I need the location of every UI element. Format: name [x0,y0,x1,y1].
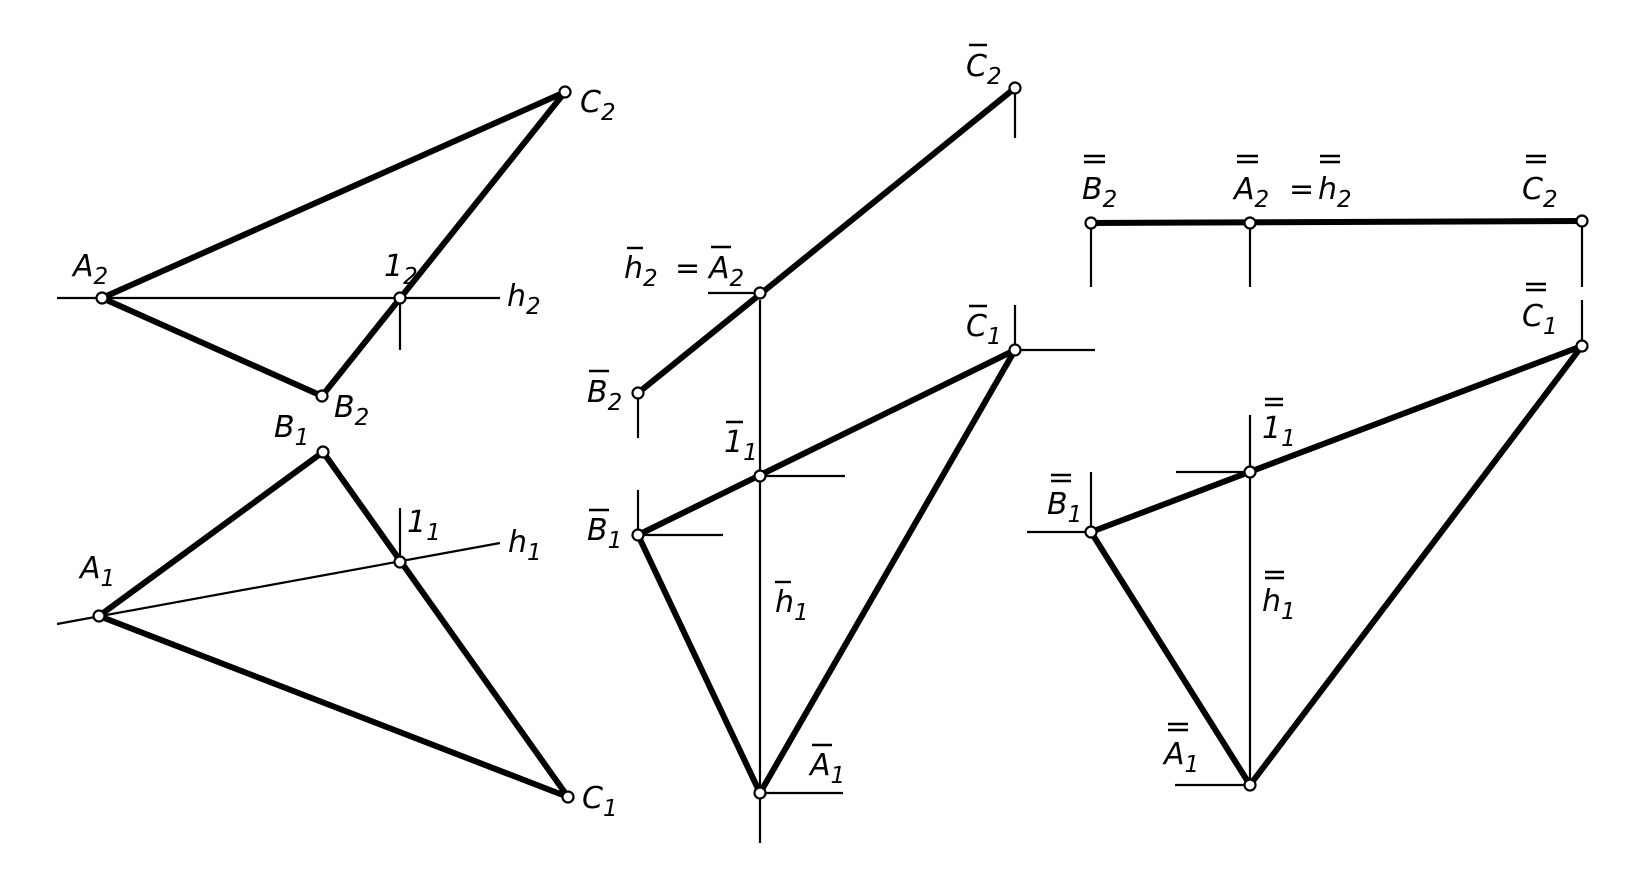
label-b2: B2 [334,390,369,431]
label-a2-bar: A2 [707,251,744,292]
label-h2: h2 [507,279,541,320]
point-c1-dbar [1575,339,1589,353]
label-h1-dbar: h1 [1262,584,1296,625]
edge-a2-b2 [99,295,325,399]
label-h1: h1 [508,525,542,566]
point-b1-dbar [1084,525,1098,539]
label-a1-dbar: A1 [1162,737,1199,778]
edge-b1-a1-dbar [1088,529,1253,788]
point-1-1-dbar [1243,465,1257,479]
point-a2-dbar [1243,216,1257,230]
point-a1 [92,609,106,623]
label-h2-dbar: h2 [1318,172,1352,213]
label-eq-second: = [1289,172,1314,207]
label-1-2: 12 [384,249,418,290]
edge-c2-b2 [319,89,568,399]
point-1-1-bar [753,469,767,483]
point-b2-dbar [1084,216,1098,230]
edge-a2-c2 [99,89,568,301]
point-a2-bar [753,286,767,300]
view-original: A2 C2 12 h2 B2 B1 11 h1 A1 C1 [56,85,618,822]
label-b1-dbar: B1 [1047,487,1082,528]
double-overbar-h2 [1320,154,1340,164]
double-overbar-c2 [1526,154,1546,164]
label-a1: A1 [78,551,115,592]
label-c1-bar: C1 [966,309,1002,350]
point-c1 [561,790,575,804]
double-overbar-c1 [1526,282,1546,292]
point-b1-bar [631,528,645,542]
double-overbar-a2 [1237,154,1258,164]
point-a1-bar [753,786,767,800]
point-c2-dbar [1575,214,1589,228]
double-overbar-1-1 [1265,397,1283,407]
label-1-1: 11 [407,505,441,546]
view-first-transform: C2 h2 = A2 B2 C1 11 B1 h1 A1 [587,43,1095,843]
label-b2-dbar: B2 [1082,172,1117,213]
point-b2-bar [631,386,645,400]
point-b2 [315,389,329,403]
label-a2-dbar: A2 [1232,172,1269,213]
double-overbar-b2 [1084,154,1105,164]
h1-line [56,541,501,626]
point-1-2 [393,291,407,305]
point-1-1 [393,555,407,569]
label-c2: C2 [580,85,616,126]
point-c2-bar [1008,81,1022,95]
label-c1-dbar: C1 [1522,299,1558,340]
edge-c1-a1-bar [757,347,1018,796]
label-b2-bar: B2 [587,375,622,416]
point-a1-dbar [1243,778,1257,792]
label-a2: A2 [71,249,108,290]
view-second-transform: B2 A2 = h2 C2 C1 11 B1 h1 A1 [1027,154,1589,792]
edge-b2-c2-dbar [1088,218,1585,226]
label-1-1-dbar: 11 [1262,411,1296,452]
edge-c1-a1-dbar [1247,343,1585,788]
edge-a1-c1 [96,613,571,800]
edge-b1-c1-dbar [1088,343,1585,535]
label-h2-bar: h2 [624,251,658,292]
label-a1-bar: A1 [808,748,845,789]
label-b1: B1 [274,410,309,451]
point-b1 [316,445,330,459]
edge-a1-b1 [96,449,326,619]
label-b1-bar: B1 [587,513,622,554]
point-a2 [95,291,109,305]
label-eq-first: = [675,251,700,286]
label-c2-dbar: C2 [1522,172,1558,213]
edge-c2-b2-bar [635,85,1018,396]
point-c2 [558,85,572,99]
double-overbar-a1 [1168,722,1188,732]
label-1-1-bar: 11 [724,425,758,466]
label-h1-bar: h1 [775,585,809,626]
double-overbar-h1 [1265,570,1284,580]
label-c2-bar: C2 [966,49,1002,90]
point-c1-bar [1008,343,1022,357]
edge-b1-a1-bar [635,532,763,796]
edge-b1-c1 [320,449,571,800]
double-overbar-b1 [1051,473,1071,483]
edge-b1-c1-bar [635,347,1018,538]
label-c1: C1 [582,781,618,822]
